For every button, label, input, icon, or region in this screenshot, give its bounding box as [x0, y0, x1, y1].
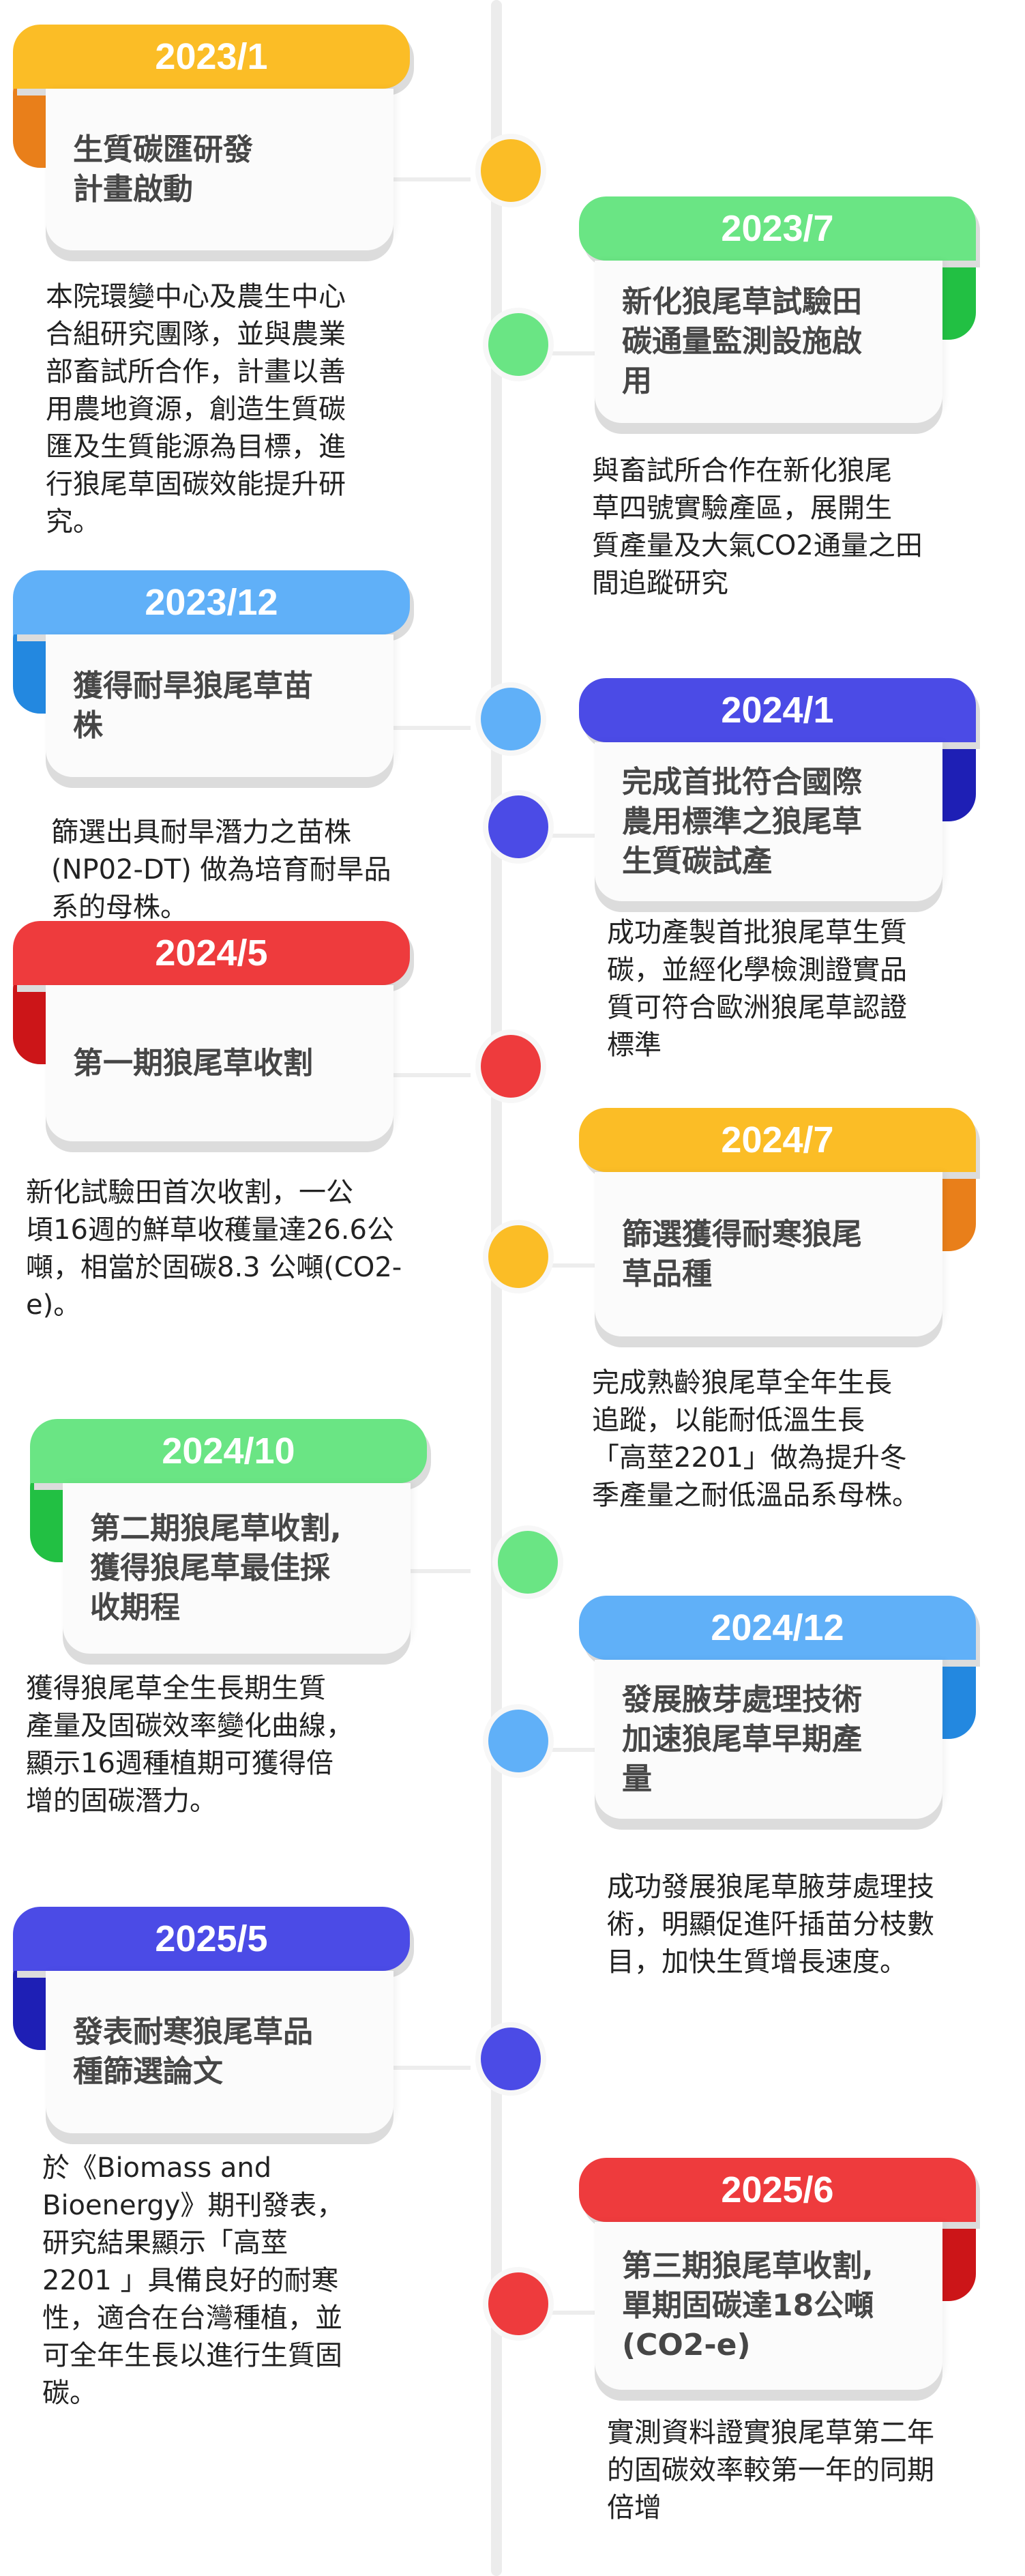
milestone-card: 2023/1 生質碳匯研發 計畫啟動 — [13, 25, 410, 250]
milestone-body: 篩選獲得耐寒狼尾 草品種 — [595, 1172, 942, 1336]
milestone-title: 發展腋芽處理技術 加速狼尾草早期產 量 — [622, 1682, 862, 1796]
milestone-card: 2024/1 完成首批符合國際 農用標準之狼尾草 生質碳試產 — [579, 678, 976, 901]
milestone-body: 新化狼尾草試驗田 碳通量監測設施啟 用 — [595, 261, 942, 423]
connector-line — [525, 1263, 595, 1295]
milestone-card: 2025/6 第三期狼尾草收割, 單期固碳達18公噸 (CO2-e) — [579, 2158, 976, 2390]
connector-line — [525, 1748, 595, 1779]
milestone-title: 第一期狼尾草收割 — [73, 1045, 313, 1081]
connector-line — [525, 2311, 595, 2342]
connector-line — [393, 2066, 471, 2097]
milestone-body: 發表耐寒狼尾草品 種篩選論文 — [46, 1971, 393, 2133]
milestone-card: 2024/10 第二期狼尾草收割, 獲得狼尾草最佳採 收期程 — [30, 1419, 427, 1654]
milestone-description: 於《Biomass and Bioenergy》期刊發表， 研究結果顯示「高莖 … — [42, 2152, 344, 2409]
timeline-axis — [491, 0, 502, 2576]
milestone-body: 第二期狼尾草收割, 獲得狼尾草最佳採 收期程 — [63, 1483, 411, 1654]
date-banner: 2025/5 — [13, 1907, 410, 1971]
date-banner: 2024/10 — [30, 1419, 427, 1483]
milestone-body: 發展腋芽處理技術 加速狼尾草早期產 量 — [595, 1660, 942, 1819]
timeline-dot[interactable] — [481, 688, 541, 750]
milestone-description: 本院環變中心及農生中心 合組研究團隊，並與農業 部畜試所合作，計畫以善 用農地資… — [46, 281, 346, 538]
connector-line — [411, 1569, 471, 1600]
milestone-card: 2024/12 發展腋芽處理技術 加速狼尾草早期產 量 — [579, 1596, 976, 1819]
milestone-body: 生質碳匯研發 計畫啟動 — [46, 89, 393, 250]
timeline-dot[interactable] — [481, 139, 541, 202]
date-banner: 2024/12 — [579, 1596, 976, 1660]
connector-line — [525, 351, 595, 383]
milestone-card: 2024/5 第一期狼尾草收割 — [13, 921, 410, 1141]
milestone-description: 成功發展狼尾草腋芽處理技 術，明顯促進阡插苗分枝數 目，加快生質增長速度。 — [607, 1871, 934, 1978]
date-banner: 2023/1 — [13, 25, 410, 89]
timeline-dot[interactable] — [488, 795, 548, 858]
milestone-body: 獲得耐旱狼尾草苗 株 — [46, 634, 393, 777]
connector-line — [393, 1073, 471, 1104]
milestone-description: 篩選出具耐旱潛力之苗株 (NP02-DT) 做為培育耐旱品 系的母株。 — [51, 817, 391, 923]
milestone-card: 2025/5 發表耐寒狼尾草品 種篩選論文 — [13, 1907, 410, 2133]
milestone-description: 獲得狼尾草全生長期生質 產量及固碳效率變化曲線， 顯示16週種植期可獲得倍 增的… — [26, 1673, 353, 1817]
date-banner: 2023/7 — [579, 196, 976, 261]
milestone-title: 篩選獲得耐寒狼尾 草品種 — [622, 1216, 862, 1291]
connector-line — [525, 834, 595, 865]
timeline-dot[interactable] — [488, 313, 548, 376]
milestone-title: 第二期狼尾草收割, 獲得狼尾草最佳採 收期程 — [90, 1511, 342, 1625]
timeline-dot[interactable] — [481, 1035, 541, 1098]
milestone-description: 實測資料證實狼尾草第二年 的固碳效率較第一年的同期 倍增 — [607, 2417, 934, 2523]
date-banner: 2023/12 — [13, 570, 410, 634]
milestone-card: 2023/12 獲得耐旱狼尾草苗 株 — [13, 570, 410, 777]
timeline-dot[interactable] — [488, 1225, 548, 1288]
timeline-dot[interactable] — [488, 1710, 548, 1772]
milestone-title: 新化狼尾草試驗田 碳通量監測設施啟 用 — [622, 284, 862, 398]
milestone-description: 成功產製首批狼尾草生質 碳，並經化學檢測證實品 質可符合歐洲狼尾草認證 標準 — [607, 917, 907, 1061]
milestone-card: 2023/7 新化狼尾草試驗田 碳通量監測設施啟 用 — [579, 196, 976, 423]
date-banner: 2024/7 — [579, 1108, 976, 1172]
milestone-title: 第三期狼尾草收割, 單期固碳達18公噸 (CO2-e) — [622, 2249, 874, 2362]
milestone-description: 完成熟齡狼尾草全年生長 追蹤，以能耐低溫生長 「高莖2201」做為提升冬 季產量… — [592, 1367, 919, 1511]
timeline-dot[interactable] — [498, 1531, 558, 1594]
milestone-title: 完成首批符合國際 農用標準之狼尾草 生質碳試產 — [622, 764, 862, 879]
milestone-description: 與畜試所合作在新化狼尾 草四號實驗產區，展開生 質產量及大氣CO2通量之田 間追… — [592, 455, 923, 599]
milestone-description: 新化試驗田首次收割，一公 頃16週的鮮草收穫量達26.6公 噸，相當於固碳8.3… — [26, 1177, 402, 1321]
milestone-body: 第一期狼尾草收割 — [46, 985, 393, 1141]
milestone-card: 2024/7 篩選獲得耐寒狼尾 草品種 — [579, 1108, 976, 1336]
milestone-body: 完成首批符合國際 農用標準之狼尾草 生質碳試產 — [595, 742, 942, 901]
date-banner: 2025/6 — [579, 2158, 976, 2222]
connector-line — [393, 726, 471, 757]
milestone-title: 發表耐寒狼尾草品 種篩選論文 — [73, 2015, 313, 2089]
milestone-title: 生質碳匯研發 計畫啟動 — [73, 132, 253, 207]
milestone-body: 第三期狼尾草收割, 單期固碳達18公噸 (CO2-e) — [595, 2222, 942, 2390]
timeline-dot[interactable] — [488, 2272, 548, 2335]
date-banner: 2024/1 — [579, 678, 976, 742]
timeline-dot[interactable] — [481, 2028, 541, 2090]
connector-line — [393, 177, 471, 209]
milestone-title: 獲得耐旱狼尾草苗 株 — [73, 668, 313, 743]
date-banner: 2024/5 — [13, 921, 410, 985]
